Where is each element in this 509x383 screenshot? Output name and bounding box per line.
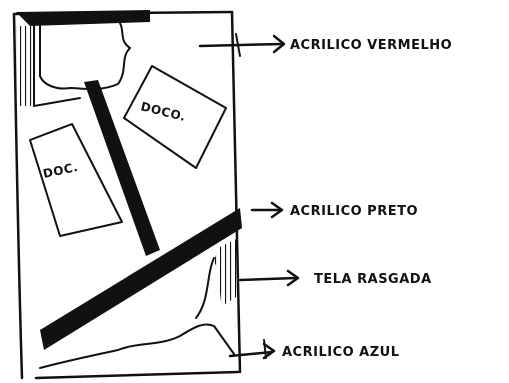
red-acrylic-region: [16, 19, 131, 107]
document-right: DOCO.: [123, 65, 227, 169]
torn-canvas-region: [195, 238, 238, 319]
label-acrilico-azul: ACRILICO AZUL: [282, 345, 400, 360]
arrow-acrilico-azul: [228, 339, 276, 360]
label-acrilico-preto: ACRILICO PRETO: [290, 204, 418, 219]
black-acrylic-diagonal-strip: [84, 80, 160, 256]
top-black-band: [16, 10, 150, 26]
document-left-label: DOC.: [42, 160, 80, 181]
label-tela-rasgada: TELA RASGADA: [314, 272, 432, 287]
arrow-acrilico-vermelho: [198, 33, 286, 57]
arrow-tela-rasgada: [238, 269, 300, 287]
arrow-acrilico-preto: [250, 201, 284, 219]
label-acrilico-vermelho: ACRILICO VERMELHO: [290, 38, 452, 53]
blue-acrylic-region: [39, 323, 235, 369]
black-acrylic-band: [40, 208, 242, 350]
document-right-label: DOCO.: [139, 99, 187, 124]
